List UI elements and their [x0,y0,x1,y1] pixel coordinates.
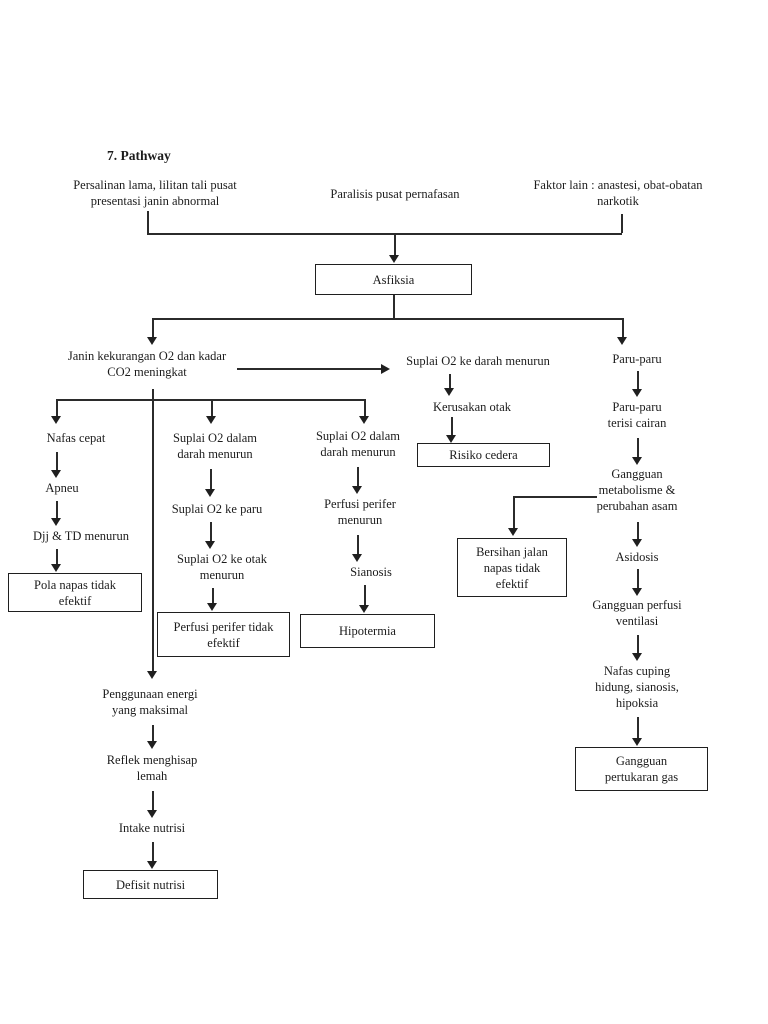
arrow-into-suplai-darah [381,364,390,374]
arrow-into-sianosis [352,554,362,562]
node-kerusakan-otak: Kerusakan otak [432,400,512,414]
node-faktor-lain: Faktor lain : anastesi, obat-obatan nark… [533,178,703,208]
connector-metabolisme-bersihan-v [513,496,515,529]
connector-dalam-perfusimenurun [357,467,359,487]
arrow-into-hipotermia [359,605,369,613]
flow-box-bersihan-jalan-napas: Bersihan jalan napas tidak efektif [457,538,567,597]
node-suplai-o2-ke-otak: Suplai O2 ke otak menurun [177,552,267,582]
connector-paru-cairan [637,371,639,390]
connector-metabolisme-bersihan-h [513,496,597,498]
connector-intake-defisit [152,842,154,862]
connector-cuping-pertukaran [637,717,639,739]
connector-persalinan-drop [147,211,149,233]
connector-sub-mid [211,399,213,417]
node-suplai-o2-dalam-kanan: Suplai O2 dalam darah menurun [315,429,400,459]
connector-suplai-kerusakan [449,374,451,389]
node-persalinan-lama: Persalinan lama, lilitan tali pusat pres… [73,178,237,208]
node-sianosis: Sianosis [350,565,392,579]
arrow-into-nafas-cepat [51,416,61,424]
connector-sub-left [56,399,58,417]
arrow-into-pola-napas [51,564,61,572]
node-suplai-o2-ke-paru: Suplai O2 ke paru [171,502,263,516]
node-suplai-o2-darah-menurun: Suplai O2 ke darah menurun [406,354,550,368]
connector-branch-right [622,318,624,338]
node-paru-terisi-cairan: Paru-paru terisi cairan [607,400,667,430]
arrow-into-perfusi-menurun [352,486,362,494]
arrow-into-janin [147,337,157,345]
node-suplai-o2-dalam-kiri: Suplai O2 dalam darah menurun [172,431,257,461]
node-janin-kekurangan-o2: Janin kekurangan O2 dan kadar CO2 mening… [67,349,227,379]
connector-sianosis-hipotermia [364,585,366,606]
node-penggunaan-energi: Penggunaan energi yang maksimal [102,687,198,717]
connector-to-asfiksia [394,233,396,256]
flow-box-hipotermia: Hipotermia [300,614,435,648]
node-gangguan-metabolisme: Gangguan metabolisme & perubahan asam [596,467,678,513]
connector-top-bus [147,233,622,235]
connector-otak-perfusi [212,588,214,604]
arrow-into-asfiksia [389,255,399,263]
arrow-into-defisit [147,861,157,869]
node-apneu: Apneu [45,481,79,495]
arrow-into-reflek [147,741,157,749]
node-reflek-menghisap: Reflek menghisap lemah [106,753,198,783]
node-gangguan-perfusi-ventilasi: Gangguan perfusi ventilasi [592,598,682,628]
connector-keparu-keotak [210,522,212,542]
connector-djj-pola [56,549,58,565]
arrow-into-kerusakan-otak [444,388,454,396]
connector-perfusi-cuping [637,635,639,654]
connector-energi-reflek [152,725,154,742]
node-intake-nutrisi: Intake nutrisi [118,821,186,835]
arrow-into-intake [147,810,157,818]
arrow-into-paru-cairan [632,389,642,397]
arrow-into-apneu [51,470,61,478]
node-asidosis: Asidosis [615,550,659,564]
arrow-into-risiko-cedera [446,435,456,443]
connector-faktor-drop [621,214,623,233]
connector-cairan-metabolisme [637,438,639,458]
flow-box-asfiksia: Asfiksia [315,264,472,295]
flow-box-risiko-cedera: Risiko cedera [417,443,550,467]
arrow-into-bersihan [508,528,518,536]
connector-nafas-apneu [56,452,58,471]
flow-box-perfusi-perifer: Perfusi perifer tidak efektif [157,612,290,657]
node-djj-td-menurun: Djj & TD menurun [33,529,129,543]
arrow-into-nafas-cuping [632,653,642,661]
node-perfusi-perifer-menurun: Perfusi perifer menurun [324,497,396,527]
arrow-into-suplai-dalam-kanan [359,416,369,424]
arrow-into-metabolisme [632,457,642,465]
connector-sub-right [364,399,366,417]
arrow-into-suplai-dalam-kiri [206,416,216,424]
arrow-into-suplai-ke-paru [205,489,215,497]
connector-kerusakan-risiko [451,417,453,436]
connector-asfiksia-down [393,295,395,318]
node-paru-paru: Paru-paru [612,352,662,366]
arrow-into-asidosis [632,539,642,547]
connector-metabolisme-asidosis [637,522,639,540]
arrow-into-djj [51,518,61,526]
connector-janin-long-drop [152,389,154,672]
arrow-into-pertukaran-gas [632,738,642,746]
node-nafas-cepat: Nafas cepat [46,431,106,445]
flow-box-gangguan-pertukaran-gas: Gangguan pertukaran gas [575,747,708,791]
arrow-into-suplai-otak [205,541,215,549]
diagram-title: 7. Pathway [107,148,171,163]
arrow-into-paru [617,337,627,345]
connector-perfusi-sianosis [357,535,359,555]
connector-janin-to-suplai [237,368,382,370]
connector-branch-left [152,318,154,338]
flow-box-pola-napas: Pola napas tidak efektif [8,573,142,612]
arrow-into-penggunaan-energi [147,671,157,679]
node-nafas-cuping: Nafas cuping hidung, sianosis, hipoksia [595,664,679,710]
connector-dalam-keparu [210,469,212,490]
arrow-into-gangguan-perfusi [632,588,642,596]
connector-asidosis-perfusi [637,569,639,589]
connector-apneu-djj [56,501,58,519]
node-paralisis-pusat: Paralisis pusat pernafasan [330,187,460,201]
arrow-into-perfusi-box [207,603,217,611]
connector-branch-bus [152,318,623,320]
flow-box-defisit-nutrisi: Defisit nutrisi [83,870,218,899]
connector-reflek-intake [152,791,154,811]
